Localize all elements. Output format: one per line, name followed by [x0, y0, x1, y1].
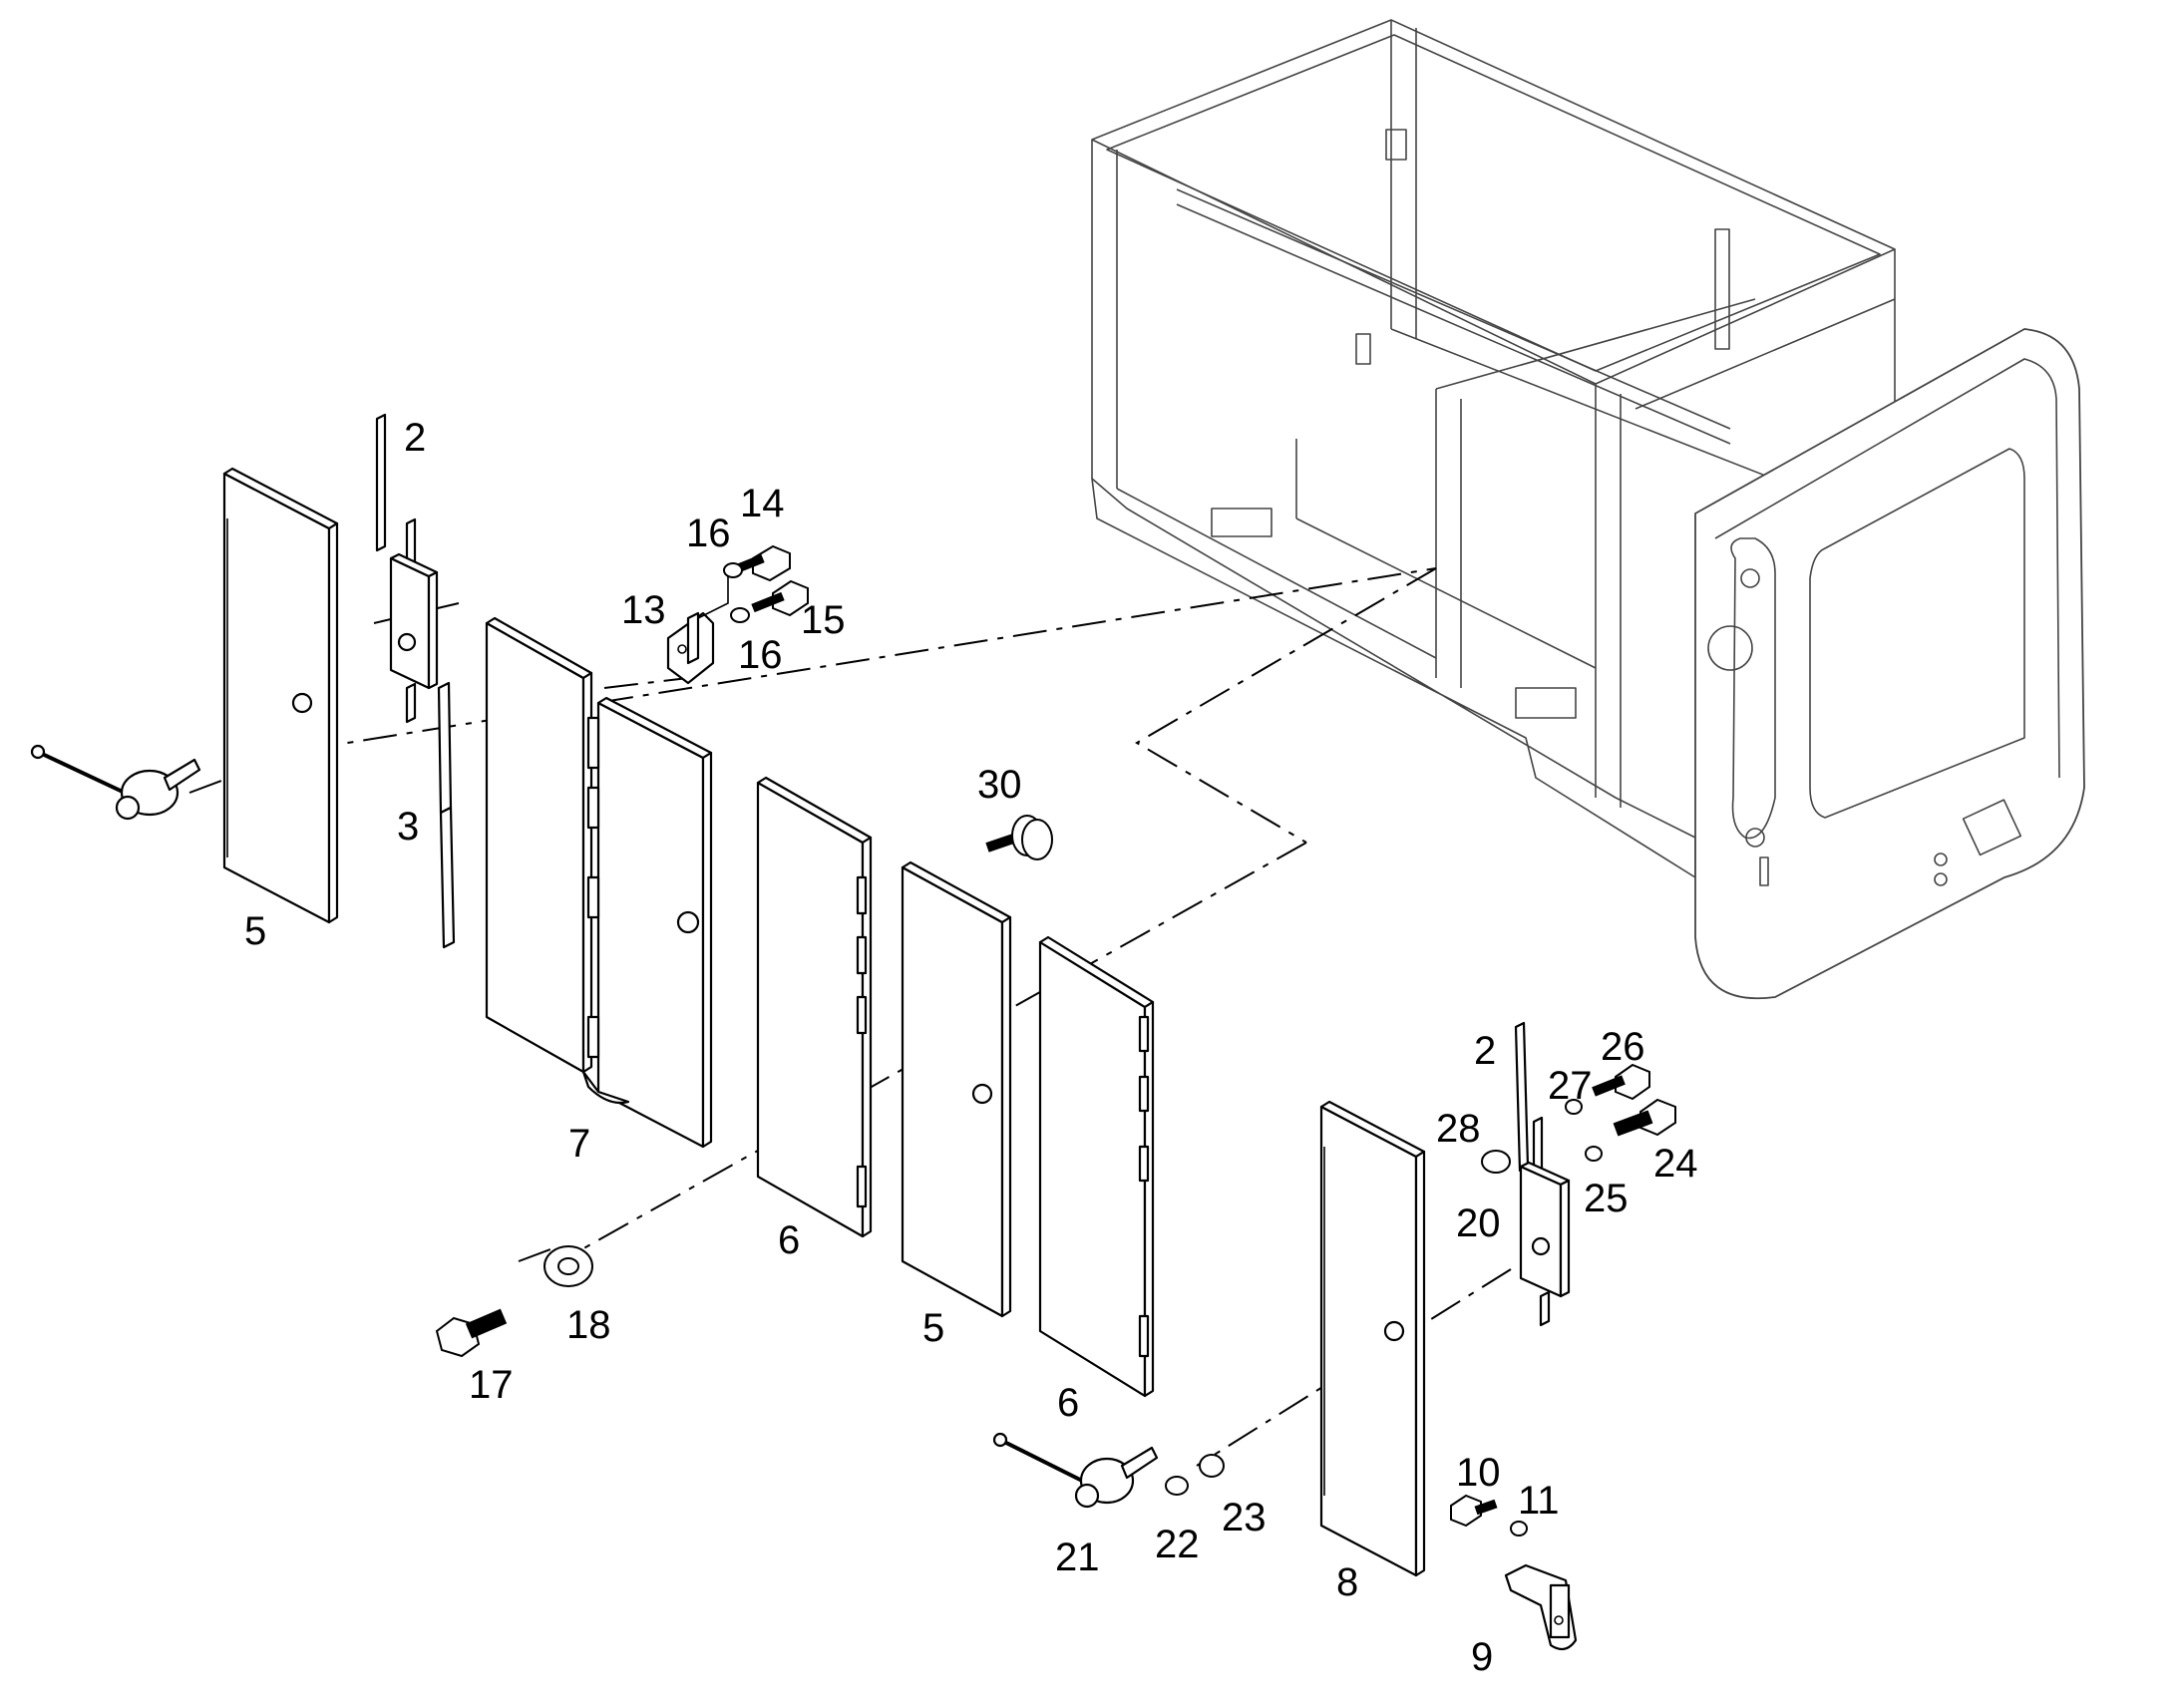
callout-10: 10: [1456, 1451, 1501, 1495]
callout-28: 28: [1436, 1107, 1481, 1151]
callout-7: 7: [568, 1122, 590, 1166]
callout-16-upper: 16: [686, 512, 731, 555]
bolt-26: [1592, 1063, 1650, 1101]
washer-18: [544, 1245, 593, 1287]
callout-21: 21: [1055, 1536, 1100, 1579]
bolt-14: [736, 544, 791, 582]
hinged-panel-6-middle: [756, 776, 873, 1238]
callout-6-right: 6: [1057, 1381, 1079, 1425]
washer-22: [1165, 1476, 1189, 1496]
latch-plate-left: [389, 517, 439, 724]
callout-labels: 2 16 14 13 15 16 3 5 30 7 6 18 17 5 6 2 …: [244, 416, 1698, 1679]
side-panel-5-left: [222, 467, 339, 924]
strip-2-left: [375, 413, 387, 552]
strip-2-right: [1514, 1021, 1530, 1173]
strip-3: [437, 681, 456, 949]
bolt-17: [435, 1308, 508, 1358]
callout-8: 8: [1336, 1560, 1358, 1604]
nut-28: [1481, 1150, 1511, 1174]
callout-22: 22: [1155, 1523, 1200, 1566]
callout-6-middle: 6: [778, 1218, 800, 1262]
callout-3: 3: [397, 805, 419, 849]
callout-11: 11: [1518, 1479, 1560, 1523]
callout-25: 25: [1584, 1177, 1629, 1220]
callout-26: 26: [1601, 1025, 1645, 1069]
handle-left: [30, 744, 201, 821]
washer-27: [1565, 1099, 1583, 1115]
bracket-9: [1504, 1563, 1578, 1651]
nut-23: [1199, 1454, 1225, 1478]
callout-15: 15: [801, 598, 846, 642]
callout-20: 20: [1456, 1201, 1501, 1245]
callout-2-left: 2: [404, 416, 426, 460]
callout-9: 9: [1471, 1635, 1493, 1679]
washer-16-upper: [723, 562, 743, 578]
side-panel-8: [1319, 1100, 1426, 1577]
hinged-panel-6-right: [1038, 935, 1155, 1398]
washer-16-lower: [730, 607, 750, 623]
knob-30: [985, 815, 1053, 860]
callout-23: 23: [1222, 1496, 1267, 1539]
callout-17: 17: [469, 1363, 514, 1407]
machine-frame: [1091, 19, 2085, 1000]
washer-11: [1510, 1521, 1528, 1537]
callout-24: 24: [1653, 1142, 1698, 1186]
callout-27: 27: [1548, 1064, 1593, 1108]
callout-14: 14: [740, 482, 785, 525]
callout-2-right: 2: [1474, 1029, 1496, 1073]
side-panel-5-center: [901, 860, 1012, 1318]
bolt-24: [1613, 1098, 1676, 1137]
callout-18: 18: [566, 1303, 611, 1347]
latch-plate-20: [1519, 1116, 1571, 1327]
callout-5-left: 5: [244, 909, 266, 953]
bolt-15: [751, 579, 809, 617]
bracket-13: [666, 566, 729, 685]
callout-16-lower: 16: [738, 633, 783, 677]
washer-25: [1585, 1146, 1603, 1162]
hinged-panel-7: [485, 616, 713, 1149]
callout-13: 13: [621, 588, 666, 632]
callout-30: 30: [977, 763, 1022, 807]
bolt-10: [1450, 1494, 1498, 1528]
callout-5-center: 5: [922, 1306, 944, 1350]
handle-21: [992, 1432, 1159, 1509]
